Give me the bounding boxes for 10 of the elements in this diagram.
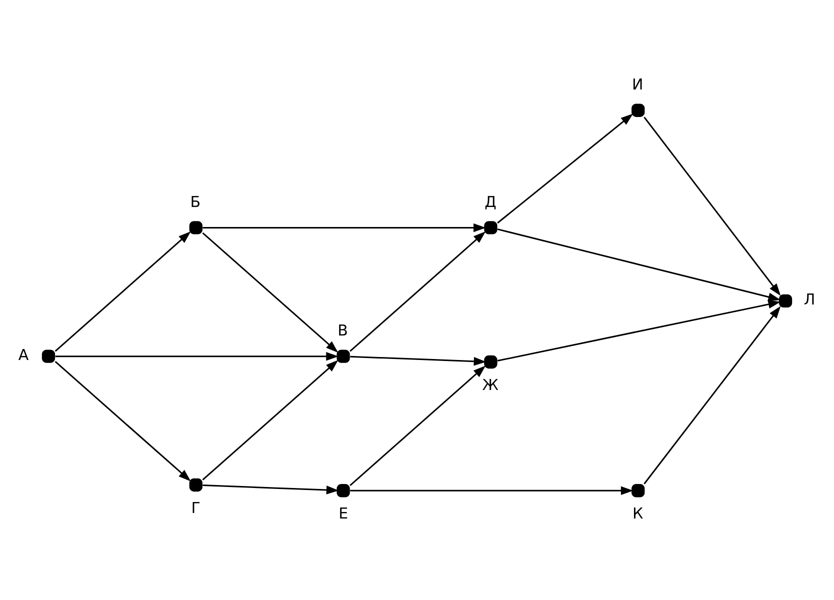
node-label: Б [190, 192, 201, 210]
node-label: Г [191, 498, 200, 516]
node-label: И [632, 75, 644, 94]
node-label: Е [338, 504, 348, 522]
node-label: К [632, 504, 644, 522]
node-label: Л [804, 290, 816, 308]
node-label: А [18, 345, 29, 364]
node-label: Д [484, 192, 496, 210]
node-label: Ж [482, 375, 498, 394]
node-label: В [338, 321, 348, 340]
